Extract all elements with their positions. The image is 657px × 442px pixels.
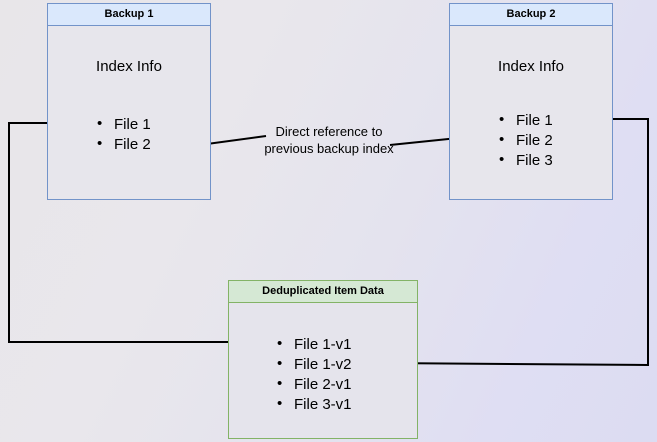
list-item: File 1 xyxy=(499,110,553,131)
node-backup-1-body: Index Info File 1 File 2 xyxy=(48,26,210,199)
node-backup-2-section-title: Index Info xyxy=(498,58,564,75)
node-backup-2-file-list: File 1 File 2 File 3 xyxy=(499,110,553,171)
node-deduplicated-item-data-body: File 1-v1 File 1-v2 File 2-v1 File 3-v1 xyxy=(229,303,417,438)
node-backup-1-file-list: File 1 File 2 xyxy=(97,114,151,155)
list-item: File 2-v1 xyxy=(277,374,352,395)
node-backup-1-header: Backup 1 xyxy=(48,4,210,26)
list-item: File 2 xyxy=(499,130,553,151)
node-deduplicated-item-data[interactable]: Deduplicated Item Data File 1-v1 File 1-… xyxy=(228,280,418,439)
list-item: File 3 xyxy=(499,150,553,171)
list-item: File 3-v1 xyxy=(277,394,352,415)
list-item: File 1-v2 xyxy=(277,354,352,375)
edge-label-direct-reference: Direct reference to previous backup inde… xyxy=(264,124,394,156)
list-item: File 1 xyxy=(97,114,151,135)
node-backup-2[interactable]: Backup 2 Index Info File 1 File 2 File 3 xyxy=(449,3,613,200)
node-backup-1-section-title: Index Info xyxy=(96,58,162,75)
node-deduplicated-item-data-header: Deduplicated Item Data xyxy=(229,281,417,303)
list-item: File 1-v1 xyxy=(277,334,352,355)
node-backup-1[interactable]: Backup 1 Index Info File 1 File 2 xyxy=(47,3,211,200)
node-backup-2-body: Index Info File 1 File 2 File 3 xyxy=(450,26,612,199)
node-backup-2-header: Backup 2 xyxy=(450,4,612,26)
node-deduplicated-file-list: File 1-v1 File 1-v2 File 2-v1 File 3-v1 xyxy=(277,334,352,415)
list-item: File 2 xyxy=(97,134,151,155)
